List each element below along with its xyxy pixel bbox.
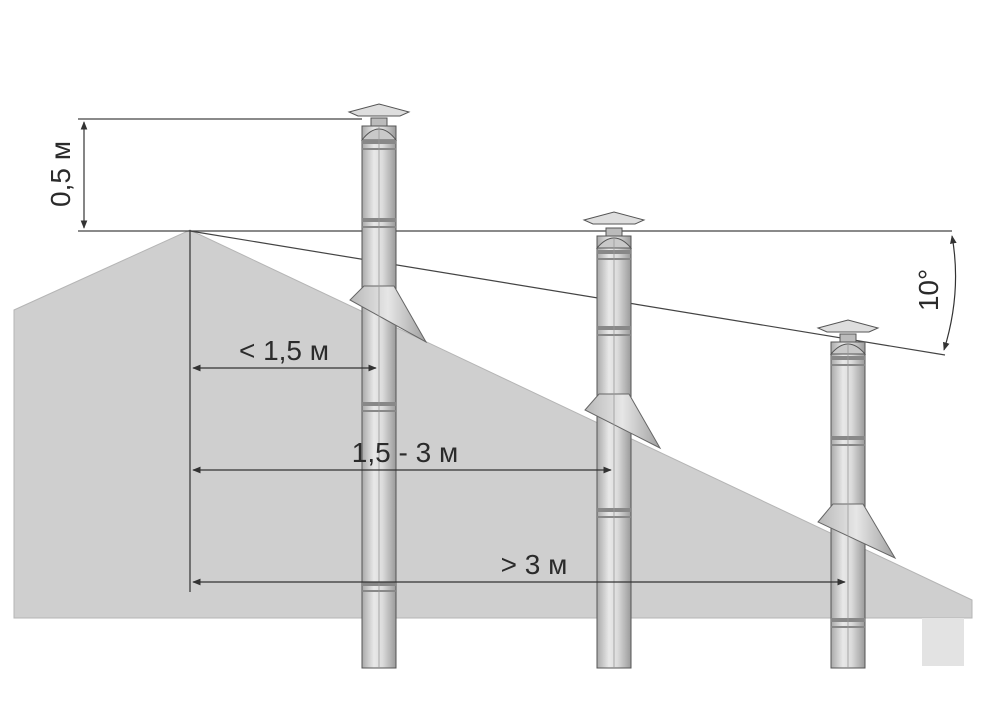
- house-roof: [13, 229, 973, 619]
- house-wall-corner: [922, 618, 964, 666]
- distance-mid-label: 1,5 - 3 м: [352, 437, 458, 468]
- chimney-near: [347, 103, 428, 669]
- chimney-mid: [582, 211, 662, 669]
- ten-degree-line: [189, 230, 946, 356]
- chimney-far: [816, 319, 897, 669]
- half-meter-label: 0,5 м: [45, 141, 76, 207]
- distance-near-label: < 1,5 м: [239, 335, 329, 366]
- distance-far-label: > 3 м: [501, 549, 568, 580]
- angle-arc: [943, 235, 957, 351]
- angle-label: 10°: [913, 269, 944, 311]
